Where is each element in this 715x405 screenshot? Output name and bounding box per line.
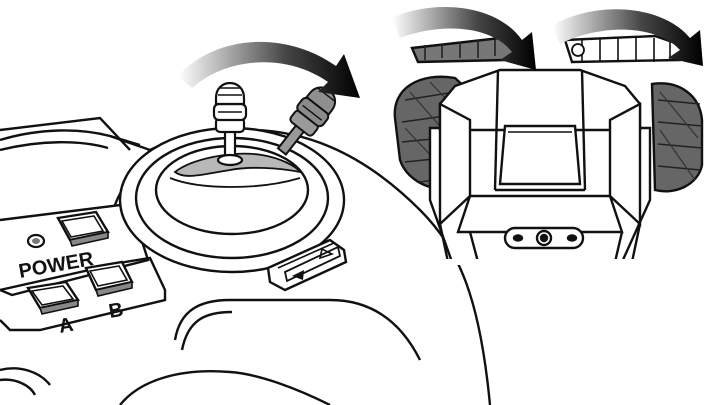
joystick-rotate-arrow xyxy=(178,42,360,98)
power-button[interactable] xyxy=(58,212,108,246)
button-b-label: B xyxy=(107,299,125,323)
b-button[interactable] xyxy=(86,262,132,296)
button-a-label: A xyxy=(57,314,75,338)
a-button[interactable] xyxy=(28,282,78,314)
power-led xyxy=(28,235,44,247)
vehicle-illustration xyxy=(395,36,702,262)
